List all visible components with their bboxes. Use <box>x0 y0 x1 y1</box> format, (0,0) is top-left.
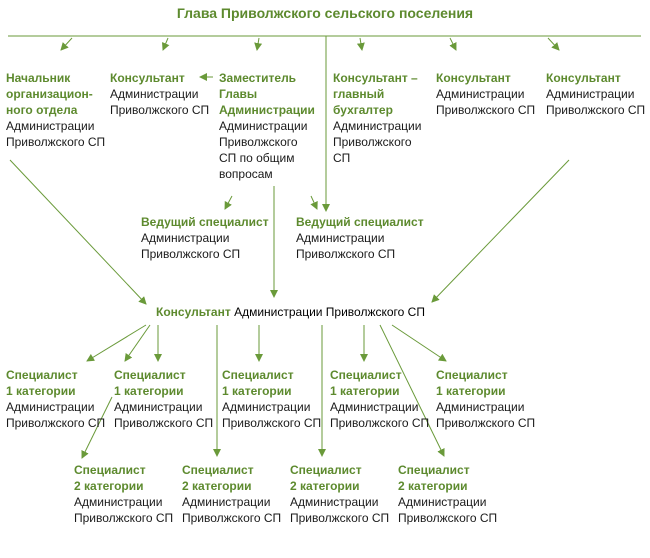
role-label: Специалист 1 категории <box>114 368 186 398</box>
arrow-to-top-3 <box>254 37 263 51</box>
role-label: Специалист 1 категории <box>436 368 508 398</box>
arrow-to-top-6 <box>547 37 560 51</box>
role-label: Начальник организацион-ного отдела <box>6 71 93 117</box>
org-box-chief-accountant: Консультант – главный бухгалтер Админист… <box>333 70 431 166</box>
role-label: Специалист 1 категории <box>6 368 78 398</box>
arrow-central-to-cat1-1 <box>86 324 147 362</box>
role-label: Консультант <box>546 71 621 85</box>
org-box-deputy: Заместитель Главы Администрации Админист… <box>219 70 317 182</box>
org-label: Администрации Приволжского СП <box>330 400 430 430</box>
org-label: Администрации Приволжского СП <box>296 231 396 261</box>
org-label: Администрации Приволжского СП <box>234 305 425 319</box>
org-label: Администрации Приволжского СП <box>6 119 106 149</box>
org-box-consultant-2: Консультант Администрации Приволжского С… <box>436 70 536 118</box>
org-box-specialist-cat1-5: Специалист 1 категории Администрации При… <box>436 367 536 431</box>
org-box-consultant-3: Консультант Администрации Приволжского С… <box>546 70 646 118</box>
org-label: Администрации Приволжского СП <box>114 400 214 430</box>
role-label: Специалист 2 категории <box>398 463 470 493</box>
arrow-right-consultant-to-central <box>431 159 570 303</box>
org-label: Администрации Приволжского СП <box>398 495 498 525</box>
org-label: Администрации Приволжского СП <box>6 400 106 430</box>
role-label: Специалист 2 категории <box>290 463 362 493</box>
org-label: Администрации Приволжского СП <box>74 495 174 525</box>
role-label: Специалист 2 категории <box>182 463 254 493</box>
org-label: Администрации Приволжского СП <box>333 119 422 165</box>
org-label: Администрации Приволжского СП <box>182 495 282 525</box>
arrow-deputy-to-lead-1 <box>224 195 233 210</box>
org-label: Администрации Приволжского СП <box>141 231 241 261</box>
org-box-consultant-1: Консультант Администрации Приволжского С… <box>110 70 210 118</box>
arrow-central-to-cat2-1 <box>81 396 113 459</box>
org-box-specialist-cat2-1: Специалист 2 категории Администрации При… <box>74 462 174 526</box>
org-box-head-of-dept: Начальник организацион-ного отдела Админ… <box>6 70 106 150</box>
role-label: Консультант <box>156 305 231 319</box>
arrow-to-top-4 <box>356 37 365 51</box>
role-label: Специалист 1 категории <box>330 368 402 398</box>
arrow-to-top-1 <box>60 37 73 51</box>
org-box-lead-specialist-2: Ведущий специалист Администрации Приволж… <box>296 214 436 262</box>
org-label: Администрации Приволжского СП <box>436 400 536 430</box>
role-label: Ведущий специалист <box>296 215 424 229</box>
role-label: Специалист 2 категории <box>74 463 146 493</box>
org-box-specialist-cat1-3: Специалист 1 категории Администрации При… <box>222 367 322 431</box>
org-box-specialist-cat2-4: Специалист 2 категории Администрации При… <box>398 462 498 526</box>
org-label: Администрации Приволжского СП <box>110 87 210 117</box>
arrow-central-to-cat1-5 <box>391 324 447 362</box>
arrow-central-to-cat2-4 <box>379 324 445 457</box>
org-box-central-consultant: Консультант Администрации Приволжского С… <box>156 304 425 320</box>
org-box-specialist-cat2-2: Специалист 2 категории Администрации При… <box>182 462 282 526</box>
arrow-head-of-dept-to-central <box>9 159 147 305</box>
org-box-lead-specialist-1: Ведущий специалист Администрации Приволж… <box>141 214 281 262</box>
org-label: Администрации Приволжского СП <box>436 87 536 117</box>
org-label: Администрации Приволжского СП по общим в… <box>219 119 308 181</box>
org-box-specialist-cat1-1: Специалист 1 категории Администрации При… <box>6 367 106 431</box>
role-label: Консультант <box>110 71 185 85</box>
role-label: Консультант <box>436 71 511 85</box>
org-label: Администрации Приволжского СП <box>222 400 322 430</box>
org-box-specialist-cat1-2: Специалист 1 категории Администрации При… <box>114 367 214 431</box>
org-label: Администрации Приволжского СП <box>290 495 390 525</box>
head-title: Глава Приволжского сельского поселения <box>176 5 474 21</box>
role-label: Консультант – главный бухгалтер <box>333 71 418 117</box>
arrow-deputy-to-lead-2 <box>310 195 318 210</box>
arrow-to-top-5 <box>449 37 457 51</box>
org-box-specialist-cat1-4: Специалист 1 категории Администрации При… <box>330 367 430 431</box>
role-label: Заместитель Главы Администрации <box>219 71 315 117</box>
arrow-central-to-cat1-2a <box>124 324 151 362</box>
arrow-to-top-2 <box>162 37 170 51</box>
org-box-specialist-cat2-3: Специалист 2 категории Администрации При… <box>290 462 390 526</box>
role-label: Ведущий специалист <box>141 215 269 229</box>
role-label: Специалист 1 категории <box>222 368 294 398</box>
org-label: Администрации Приволжского СП <box>546 87 646 117</box>
